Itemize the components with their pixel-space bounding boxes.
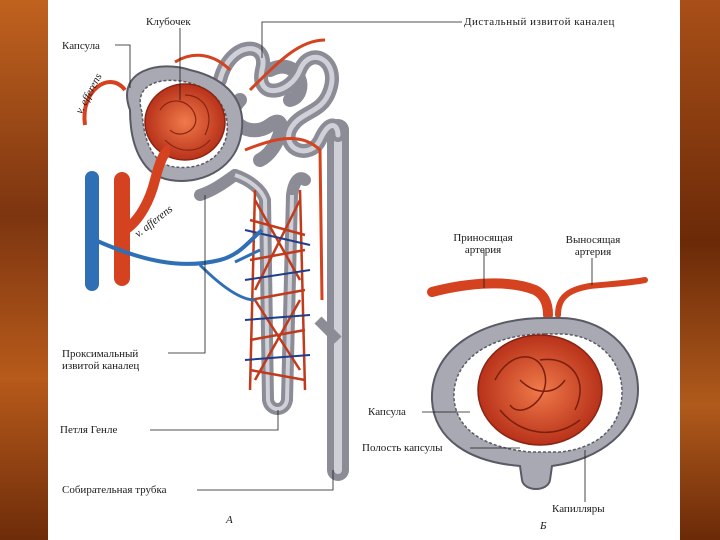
glomerulus-a <box>144 83 226 161</box>
label-distal-tubule: Дистальный извитой каналец <box>464 16 615 28</box>
peritubular-capillaries <box>248 189 307 391</box>
label-figure-a: А <box>226 514 233 526</box>
label-proximal-tubule: Проксимальный извитой каналец <box>62 348 140 372</box>
efferent-artery-b <box>555 277 648 318</box>
label-figure-b: Б <box>540 520 547 532</box>
label-henle-loop: Петля Генле <box>60 424 118 436</box>
v-afferens-vessel <box>121 145 172 235</box>
label-glomerulus: Клубочек <box>146 16 191 28</box>
label-capsule-cavity: Полость капсулы <box>362 442 443 454</box>
afferent-artery-b <box>427 278 553 320</box>
label-capsule-a: Капсула <box>62 40 100 52</box>
v-efferens-vessel <box>82 80 127 126</box>
label-capillaries: Капилляры <box>552 503 605 515</box>
label-efferent-artery: Выносящая артерия <box>565 234 621 258</box>
leader-lines <box>115 21 593 502</box>
label-collecting-duct: Собирательная трубка <box>62 484 167 496</box>
glomerulus-b <box>477 334 603 446</box>
frame-left <box>0 0 48 540</box>
label-afferent-artery: Приносящая артерия <box>453 232 513 256</box>
frame-right <box>680 0 720 540</box>
label-capsule-b: Капсула <box>368 406 406 418</box>
